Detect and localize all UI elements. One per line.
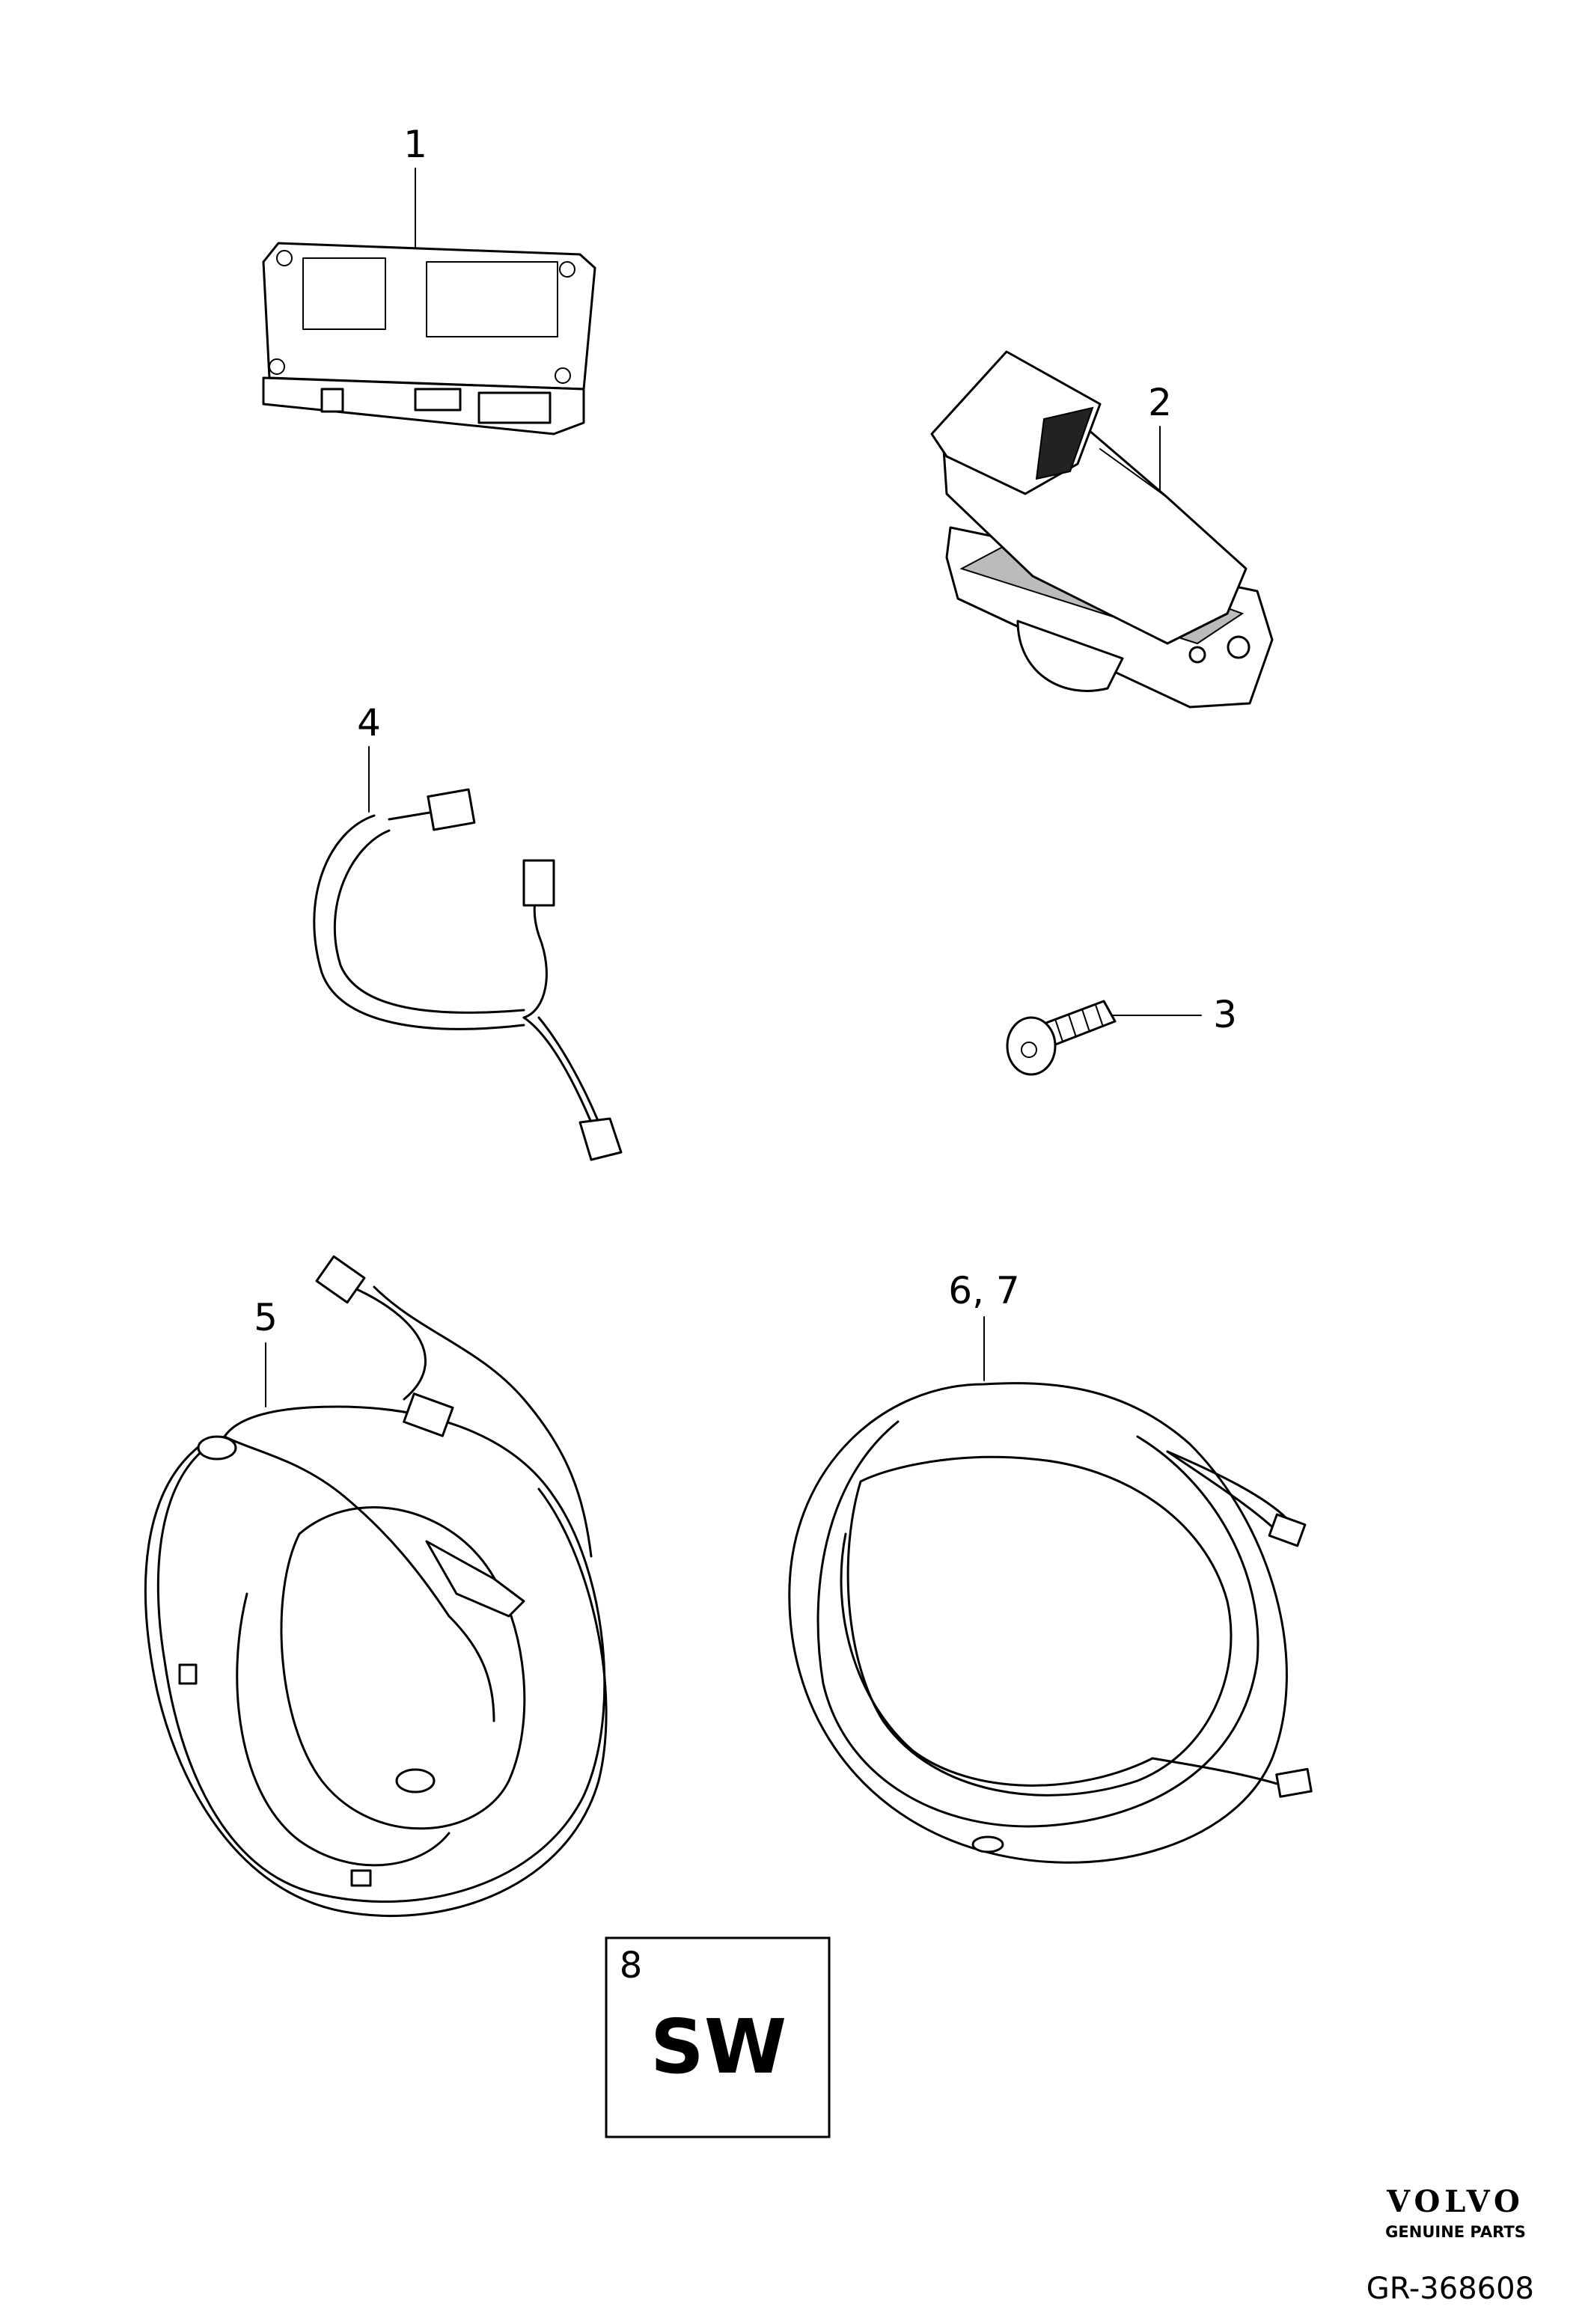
- callout-8: 8: [620, 1945, 643, 1987]
- software-label: SW: [650, 2003, 787, 2091]
- callout-2: 2: [1148, 381, 1172, 424]
- brand-name: VOLVO: [1386, 2184, 1524, 2219]
- brand-subtitle: GENUINE PARTS: [1385, 2223, 1526, 2241]
- short-harness-part: 4: [313, 701, 623, 1161]
- callout-1: 1: [403, 123, 427, 166]
- software-box: 8 SW: [605, 1936, 831, 2138]
- main-harness-part: 5: [144, 1255, 608, 1917]
- callout-3: 3: [1213, 993, 1237, 1036]
- callout-6-7: 6, 7: [948, 1269, 1019, 1312]
- callout-4: 4: [357, 701, 381, 744]
- camera-part: 2: [930, 350, 1274, 709]
- screw-part: 3: [1006, 993, 1237, 1076]
- diagram-reference: GR-368608: [1366, 2272, 1534, 2306]
- software-box-frame: [605, 1936, 831, 2138]
- control-module-part: 1: [262, 123, 596, 435]
- callout-5: 5: [254, 1296, 278, 1339]
- volvo-logo: VOLVO GENUINE PARTS: [1385, 2184, 1526, 2241]
- video-cable-part: 6, 7: [788, 1269, 1313, 1864]
